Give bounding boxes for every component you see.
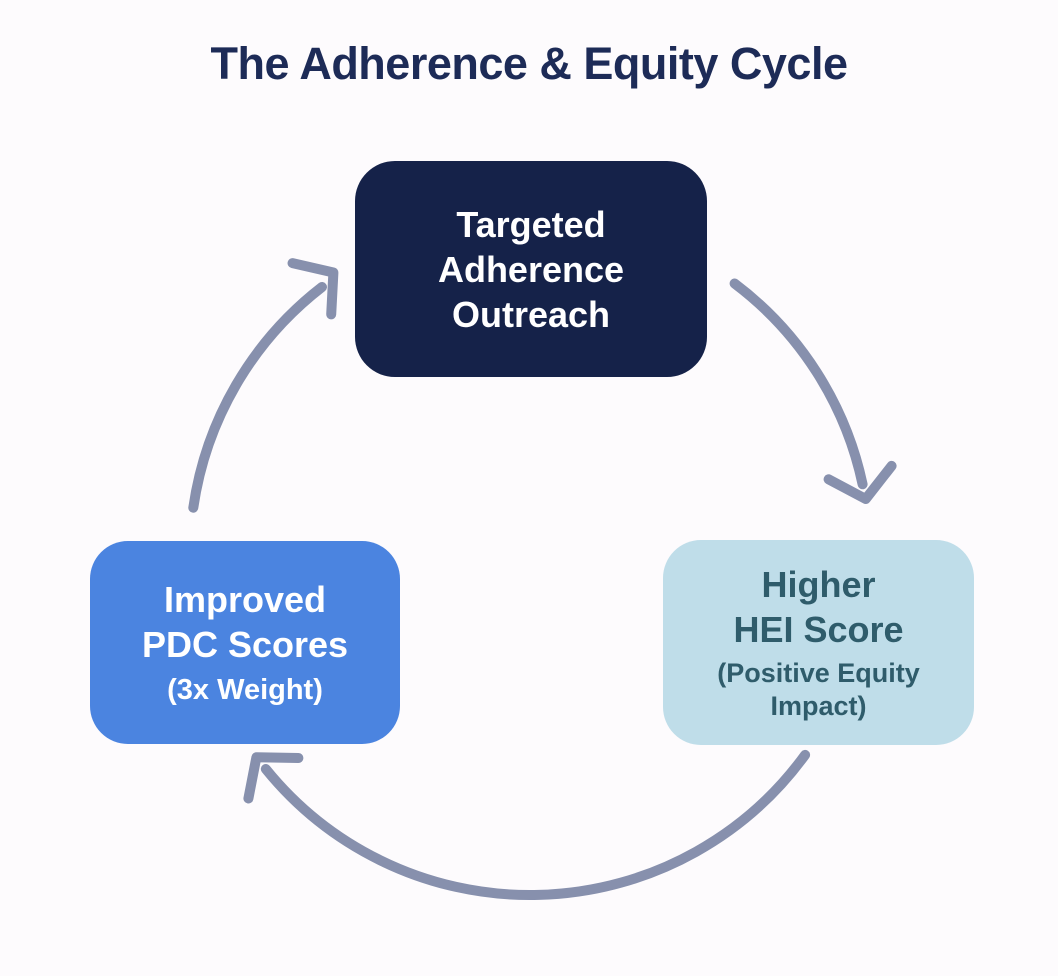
node-label-line: HEI Score	[733, 609, 904, 650]
node-targeted-adherence-outreach: Targeted Adherence Outreach	[355, 161, 707, 377]
arrow-right-to-left-icon	[243, 749, 811, 901]
arrow-left-to-top-icon	[188, 258, 339, 513]
node-label-line: PDC Scores	[141, 623, 349, 665]
node-label-line: Higher	[761, 564, 876, 605]
node-improved-pdc-scores: Improved PDC Scores (3x Weight)	[90, 541, 400, 744]
node-label-line: Adherence	[437, 248, 625, 290]
node-note: (Positive Equity Impact)	[717, 657, 920, 723]
node-note-line: (3x Weight)	[167, 673, 323, 706]
diagram-title: The Adherence & Equity Cycle	[210, 38, 848, 89]
arrow-top-to-right-icon	[729, 278, 897, 504]
node-higher-hei-score: Higher HEI Score (Positive Equity Impact…	[663, 540, 974, 745]
node-note-line: (Positive Equity	[717, 658, 920, 688]
node-note-line: Impact)	[770, 691, 867, 721]
node-label-line: Improved	[163, 578, 327, 620]
node-label-line: Targeted	[456, 203, 606, 245]
node-label-line: Outreach	[451, 293, 611, 335]
